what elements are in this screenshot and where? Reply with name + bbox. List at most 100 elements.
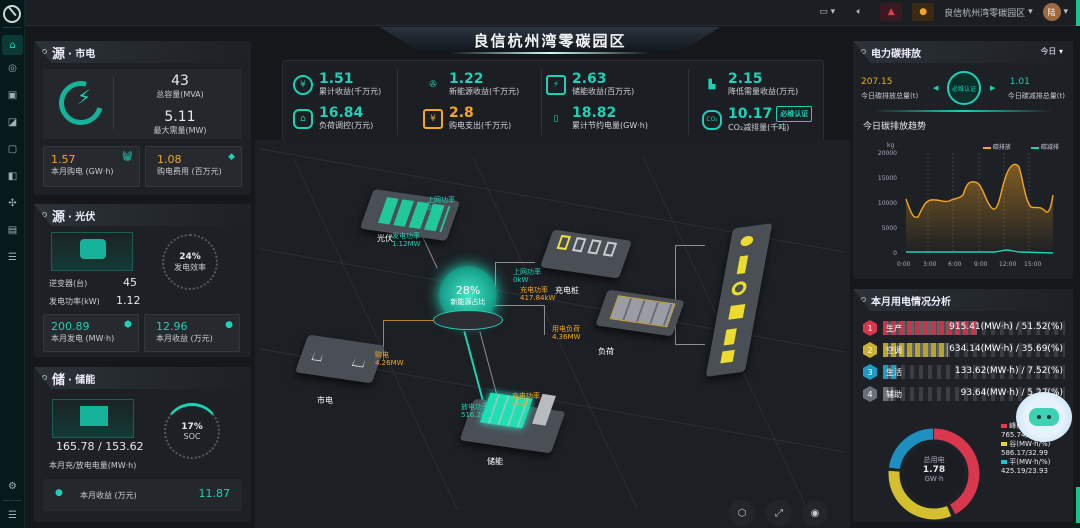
certification-badge[interactable]: 必维认证 xyxy=(776,106,813,122)
user-menu[interactable]: 陆 ▾ xyxy=(1042,3,1068,21)
usage-value: 93.64(MW·h) / 5.27(%) xyxy=(960,388,1063,398)
volume-button[interactable]: 🔈︎ xyxy=(848,3,870,21)
gear-icon: ⚙ xyxy=(8,480,17,492)
coin-icon: ● xyxy=(225,320,233,330)
panel-title: 电力碳排放 xyxy=(871,48,921,60)
park-selector[interactable]: 良信杭州湾零碳园区 ▾ xyxy=(944,3,1032,21)
panel-header: 电力碳排放 今日 ▾ xyxy=(853,41,1073,63)
carbon-trend-chart: kg 碳排放 碳减排 20000 15000 10000 5000 0 0:00… xyxy=(877,142,1059,268)
grid-label: 市电 xyxy=(317,396,333,405)
page-title: 良信杭州湾零碳园区 xyxy=(473,31,627,50)
inverter-label: 逆变器(台) xyxy=(49,279,88,288)
efficiency-label: 发电效率 xyxy=(174,262,206,272)
sidebar-item-home[interactable]: ⌂ xyxy=(2,35,23,55)
charger-label: 充电桩 xyxy=(555,286,579,295)
soc-label: SOC xyxy=(183,432,201,441)
y-axis-unit: kg xyxy=(887,142,895,149)
lock-button[interactable]: ● xyxy=(912,3,935,21)
trend-plot xyxy=(905,153,1054,254)
assistant-robot-button[interactable] xyxy=(1016,392,1072,442)
purchase-cost-value: 1.08 xyxy=(157,153,182,166)
storage-cabinet-icon xyxy=(80,406,108,426)
stat-label: 累计节约电量(GW·h) xyxy=(572,121,648,130)
view-button[interactable]: ◉ xyxy=(802,500,828,526)
collapse-menu-icon: ☰ xyxy=(8,509,17,521)
sidebar-item-energy[interactable]: ◎ xyxy=(2,58,23,78)
month-income-card: 12.96 本月收益 (万元) ● xyxy=(144,314,240,352)
alert-button[interactable]: ▲ xyxy=(880,3,903,21)
document-icon: ▤ xyxy=(7,224,18,236)
load-label: 负荷 xyxy=(598,347,614,356)
panel-title-sub: · 储能 xyxy=(68,374,96,386)
next-arrow-icon[interactable]: ▶ xyxy=(990,84,996,92)
edge-indicator xyxy=(1076,487,1080,523)
total-capacity: 43 总容量(MVA) xyxy=(125,73,235,100)
storage-income-value: 11.87 xyxy=(198,487,231,500)
inverter-value: 45 xyxy=(123,276,137,289)
sidebar-item-list-settings[interactable]: ☰ xyxy=(2,247,23,267)
hex-target-icon: ⬡ xyxy=(737,507,747,519)
fullscreen-icon: ⤢ xyxy=(775,507,783,519)
stat-value: 2.8 xyxy=(449,105,474,121)
chevron-down-icon: ▾ xyxy=(830,7,836,17)
sidebar-item-charging-station[interactable]: ◧ xyxy=(2,166,23,186)
emission-value: 207.15 xyxy=(861,77,893,87)
equipment-platform[interactable] xyxy=(705,223,773,377)
usage-value: 915.41(MW·h) / 51.52(%) xyxy=(949,322,1063,332)
page-title-banner: 良信杭州湾零碳园区 xyxy=(380,27,720,53)
robot-icon xyxy=(1029,408,1059,426)
inverter-image xyxy=(51,232,133,271)
panel-header: 源· 光伏 xyxy=(34,204,251,226)
money-bag-icon: ◆ xyxy=(228,152,235,162)
peak-valley-donut xyxy=(888,428,980,520)
prev-arrow-icon[interactable]: ◀ xyxy=(933,84,939,92)
month-income-label: 本月收益 (万元) xyxy=(156,334,213,343)
collapse-menu-button[interactable]: ☰ xyxy=(2,505,23,525)
sidebar-item-settings[interactable]: ⚙ xyxy=(2,476,23,496)
efficiency-value: 24% xyxy=(179,251,201,262)
month-purchase-value: 1.57 xyxy=(51,153,76,166)
sidebar-item-fan[interactable]: ✣ xyxy=(2,193,23,213)
grid-platform[interactable] xyxy=(294,335,386,384)
fullscreen-button[interactable]: ⤢ xyxy=(766,500,792,526)
total-capacity-value: 43 xyxy=(171,73,189,89)
month-gen-value: 200.89 xyxy=(51,320,90,333)
chevron-down-icon: ▾ xyxy=(1063,7,1068,17)
pv-label: 光伏 xyxy=(377,234,393,243)
monitor-dropdown[interactable]: ▭ ▾ xyxy=(816,3,838,21)
usage-category: 辅助 xyxy=(886,390,902,399)
load-platform[interactable] xyxy=(595,289,685,337)
sidebar-item-battery[interactable]: ▣ xyxy=(2,85,23,105)
panel-title: 本月用电情况分析 xyxy=(871,296,951,308)
coin-icon: ● xyxy=(55,488,63,498)
rank-badge: 1 xyxy=(863,320,877,336)
stat-label: 新能源收益(千万元) xyxy=(449,87,520,96)
sidebar-item-report[interactable]: ▤ xyxy=(2,220,23,240)
panel-title-sub: · 光伏 xyxy=(68,211,96,223)
sidebar-item-trend[interactable]: ◪ xyxy=(2,112,23,132)
charging-icon: ▢ xyxy=(7,143,18,155)
stat-label: 储能收益(百万元) xyxy=(572,87,635,96)
efficiency-gauge: 24% 发电效率 xyxy=(162,234,218,290)
top-bar: ▭ ▾ 🔈︎ ▲ ● 良信杭州湾零碳园区 ▾ 陆 ▾ xyxy=(25,0,1080,26)
sidebar-item-charging[interactable]: ▢ xyxy=(2,139,23,159)
period-dropdown[interactable]: 今日 ▾ xyxy=(1040,47,1063,56)
eye-icon: ◉ xyxy=(810,507,820,519)
panel-header: 本月用电情况分析 xyxy=(853,289,1073,311)
list-settings-icon: ☰ xyxy=(8,251,17,263)
reset-view-button[interactable]: ⬡ xyxy=(729,500,755,526)
charger-platform[interactable] xyxy=(539,229,633,279)
load-icon: ⌂ xyxy=(293,108,313,129)
pv-panel: 源· 光伏 逆变器(台) 45 发电功率(kW) 1.12 24% 发电效率 2… xyxy=(34,204,251,357)
